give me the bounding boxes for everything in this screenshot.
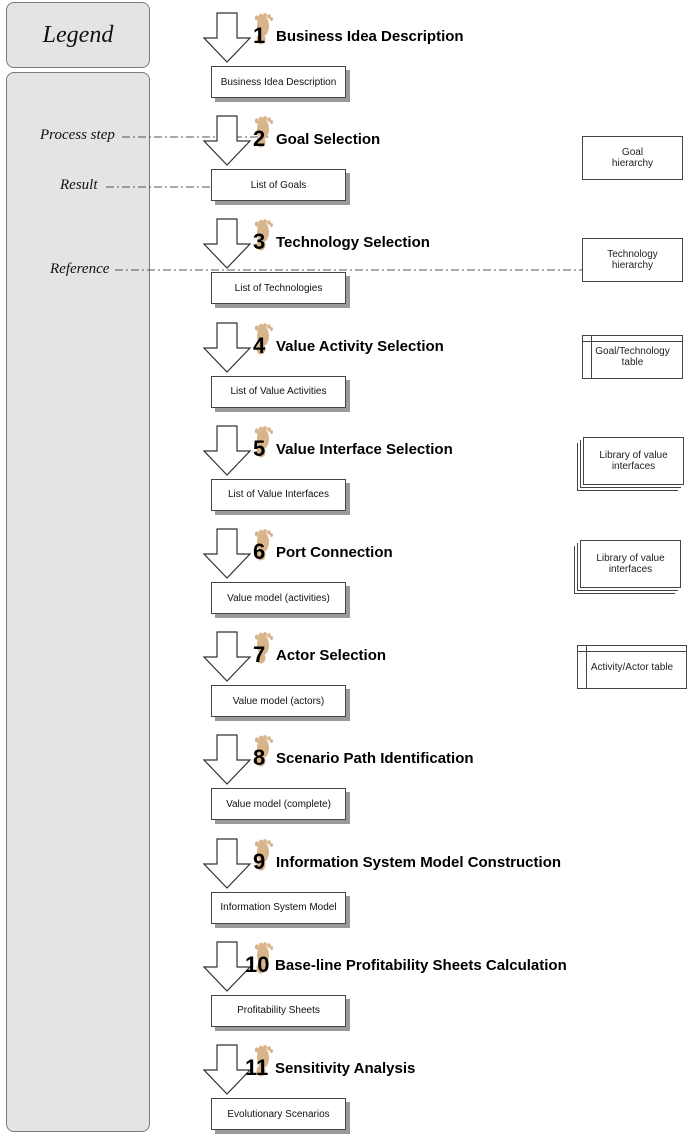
down-arrow-icon [203,1044,273,1095]
footprint-icon [254,1045,273,1077]
down-arrow-icon [203,12,273,63]
reference-box: Library of value interfaces [580,540,681,588]
down-arrow-icon [203,941,273,992]
footprint-icon [254,838,273,871]
step-number: 2 [253,126,266,152]
step-title: Port Connection [276,544,393,561]
table-column-rule [586,646,587,688]
step-title: Base-line Profitability Sheets Calculati… [275,956,567,974]
down-arrow-icon [203,115,273,167]
step-result-box: List of Goals [211,169,346,202]
reference-box: Activity/Actor table [577,645,687,689]
step-title: Value Activity Selection [276,337,444,355]
step-title: Goal Selection [276,131,381,149]
reference-box: Goal/Technology table [582,335,683,379]
down-arrow-icon [203,321,273,373]
footprint-icon [254,116,273,148]
step-title: Information System Model Construction [276,853,562,871]
reference-label: Technology hierarchy [607,249,658,271]
reference-label: Activity/Actor table [590,661,674,673]
step-title: Sensitivity Analysis [275,1060,416,1077]
step-result-box: List of Technologies [211,272,346,305]
step-result-box: Value model (complete) [211,788,346,821]
step-result-box: List of Value Interfaces [211,478,346,511]
footprint-icon [254,632,273,664]
down-arrow-icon [203,734,273,786]
footprint-icon [254,941,273,974]
step-title: Technology Selection [276,234,430,252]
legend-process-step-label: Process step [40,127,115,143]
legend-reference-label: Reference [50,261,110,277]
footprint-icon [254,735,273,767]
down-arrow-icon [203,425,273,476]
step-number: 7 [253,642,266,668]
down-arrow-icon [203,528,273,579]
reference-label: Goal/Technology table [595,346,670,368]
footprint-icon [254,219,273,251]
step-title: Value Interface Selection [276,440,453,458]
down-arrow-icon [203,218,273,270]
step-number: 10 [245,951,270,977]
step-number: 8 [253,745,266,771]
reference-label: Library of value interfaces [596,553,665,575]
footprint-icon [254,13,273,45]
step-number: 3 [253,229,266,255]
footprint-icon [254,322,273,355]
footprint-icon [254,529,273,561]
table-header-rule [583,341,682,342]
table-header-rule [578,651,686,652]
step-number: 6 [253,539,266,564]
reference-label: Library of value interfaces [599,450,668,472]
down-arrow-icon [203,631,273,683]
step-result-box: Profitability Sheets [211,994,346,1027]
step-number: 11 [245,1055,269,1080]
step-result-box: Business Idea Description [211,66,346,98]
step-result-box: Information System Model [211,891,346,924]
step-result-box: List of Value Activities [211,375,346,408]
footprint-icon [254,425,273,458]
down-arrow-icon [203,837,273,889]
step-result-box: Value model (activities) [211,582,346,614]
step-title: Actor Selection [276,647,387,665]
reference-label: Goal hierarchy [611,147,654,169]
legend-title: Legend [42,22,114,48]
legend-result-label: Result [60,177,98,193]
reference-box: Technology hierarchy [582,238,683,282]
step-title: Scenario Path Identification [276,750,474,768]
step-number: 4 [253,332,266,358]
step-result-box: Evolutionary Scenarios [211,1098,346,1130]
step-title: Business Idea Description [276,28,464,45]
legend-column [6,72,150,1132]
step-result-box: Value model (actors) [211,685,346,718]
reference-box: Goal hierarchy [582,136,683,180]
table-column-rule [591,336,592,378]
legend-box [6,2,150,68]
reference-box: Library of value interfaces [583,437,684,485]
step-number: 5 [253,435,266,461]
step-number: 9 [253,848,266,874]
step-number: 1 [253,23,266,48]
